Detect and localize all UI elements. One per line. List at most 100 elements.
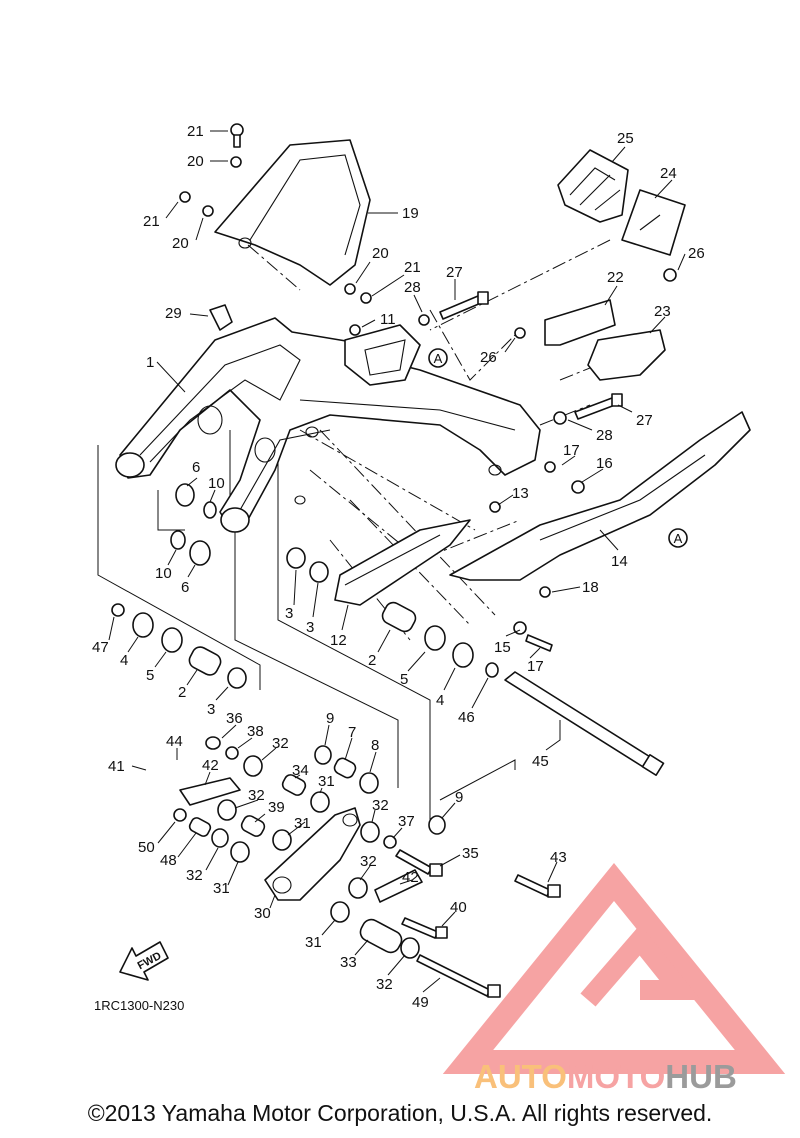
- bolt-17: [525, 634, 553, 652]
- plate-24: [621, 189, 686, 256]
- callout: 26: [688, 245, 705, 262]
- callout: 10: [155, 565, 172, 582]
- callout: 50: [138, 839, 155, 856]
- callout: 28: [404, 279, 421, 296]
- callout: 43: [550, 849, 567, 866]
- callout: 32: [372, 797, 389, 814]
- callout: 41: [108, 758, 125, 775]
- watermark-logo: AUTOMOTOHUB: [442, 862, 786, 1095]
- callout: 13: [512, 485, 529, 502]
- callout: 7: [348, 724, 356, 741]
- callout: 2: [178, 684, 186, 701]
- callout: 35: [462, 845, 479, 862]
- callout: 32: [376, 976, 393, 993]
- bolt-21: [230, 123, 244, 148]
- watermark-moto: MOTO: [567, 1058, 665, 1095]
- bolt-27-upper: [439, 291, 489, 320]
- callout: 2: [368, 652, 376, 669]
- bolt-35: [395, 849, 443, 877]
- callout: 27: [636, 412, 653, 429]
- callout: 14: [611, 553, 628, 570]
- guard-25: [557, 149, 629, 223]
- callout: 6: [192, 459, 200, 476]
- bracket-22: [544, 299, 616, 346]
- callout: 20: [187, 153, 204, 170]
- callout: 34: [292, 762, 309, 779]
- callout: 29: [165, 305, 182, 322]
- callout: 6: [181, 579, 189, 596]
- callout: 31: [305, 934, 322, 951]
- callout-labels: 21 20 21 20 19 20 21 27 28 11 29 25 24 2…: [92, 123, 705, 1011]
- callout: 44: [166, 733, 183, 750]
- callout: 17: [563, 442, 580, 459]
- callout: 15: [494, 639, 511, 656]
- callout: 46: [458, 709, 475, 726]
- chain-pad-11: [344, 324, 421, 386]
- callout: 21: [187, 123, 204, 140]
- cover-23: [587, 329, 666, 381]
- callout: 21: [143, 213, 160, 230]
- callout: 20: [172, 235, 189, 252]
- callout: 10: [208, 475, 225, 492]
- callout: 9: [455, 789, 463, 806]
- callout: 38: [247, 723, 264, 740]
- svg-text:A: A: [434, 351, 443, 366]
- svg-text:A: A: [674, 531, 683, 546]
- bolt-27-lower: [574, 393, 623, 420]
- bolt-40: [401, 917, 448, 939]
- fwd-arrow-icon: FWD: [119, 941, 169, 981]
- leader-lines: [108, 130, 686, 993]
- mud-guard-19: [214, 139, 371, 286]
- callout: 11: [380, 311, 396, 328]
- callout: 5: [146, 667, 154, 684]
- callout: 16: [596, 455, 613, 472]
- callout: 12: [330, 632, 347, 649]
- callout: 32: [272, 735, 289, 752]
- callout: 32: [186, 867, 203, 884]
- bushing-set: [111, 156, 677, 959]
- svg-text:AUTOMOTOHUB: AUTOMOTOHUB: [474, 1058, 737, 1095]
- axle-45: [504, 671, 665, 776]
- callout: 20: [372, 245, 389, 262]
- callout: 24: [660, 165, 677, 182]
- connecting-rod-42b: [374, 869, 423, 903]
- callout: 17: [527, 658, 544, 675]
- chain-case-14: [449, 411, 751, 581]
- assembly-guide-lines: [97, 430, 516, 820]
- callout: 21: [404, 259, 421, 276]
- callout: 42: [402, 869, 419, 886]
- bolt-49: [416, 954, 501, 998]
- callout: 19: [402, 205, 419, 222]
- callout: 3: [285, 605, 293, 622]
- callout: 30: [254, 905, 271, 922]
- callout: 22: [607, 269, 624, 286]
- copyright-notice: ©2013 Yamaha Motor Corporation, U.S.A. A…: [87, 1100, 713, 1126]
- callout: 37: [398, 813, 415, 830]
- chain-guide-12: [334, 519, 471, 606]
- callout: 40: [450, 899, 467, 916]
- bolt-43: [514, 874, 561, 898]
- callout: 36: [226, 710, 243, 727]
- callout: 31: [318, 773, 335, 790]
- callout: 3: [306, 619, 314, 636]
- diagram-code: 1RC1300-N230: [94, 998, 184, 1013]
- callout: 45: [532, 753, 549, 770]
- callout: 28: [596, 427, 613, 444]
- callout: 47: [92, 639, 109, 656]
- callout: 42: [202, 757, 219, 774]
- callout: 32: [360, 853, 377, 870]
- callout: 5: [400, 671, 408, 688]
- ref-marker-a-upper: A: [428, 348, 448, 368]
- callout: 3: [207, 701, 215, 718]
- relay-arm-30: [264, 807, 361, 901]
- callout: 25: [617, 130, 634, 147]
- callout: 32: [248, 787, 265, 804]
- callout: 48: [160, 852, 177, 869]
- callout: 31: [213, 880, 230, 897]
- connecting-rod-42a: [179, 777, 241, 806]
- callout: 18: [582, 579, 599, 596]
- callout: 23: [654, 303, 671, 320]
- callout: 49: [412, 994, 429, 1011]
